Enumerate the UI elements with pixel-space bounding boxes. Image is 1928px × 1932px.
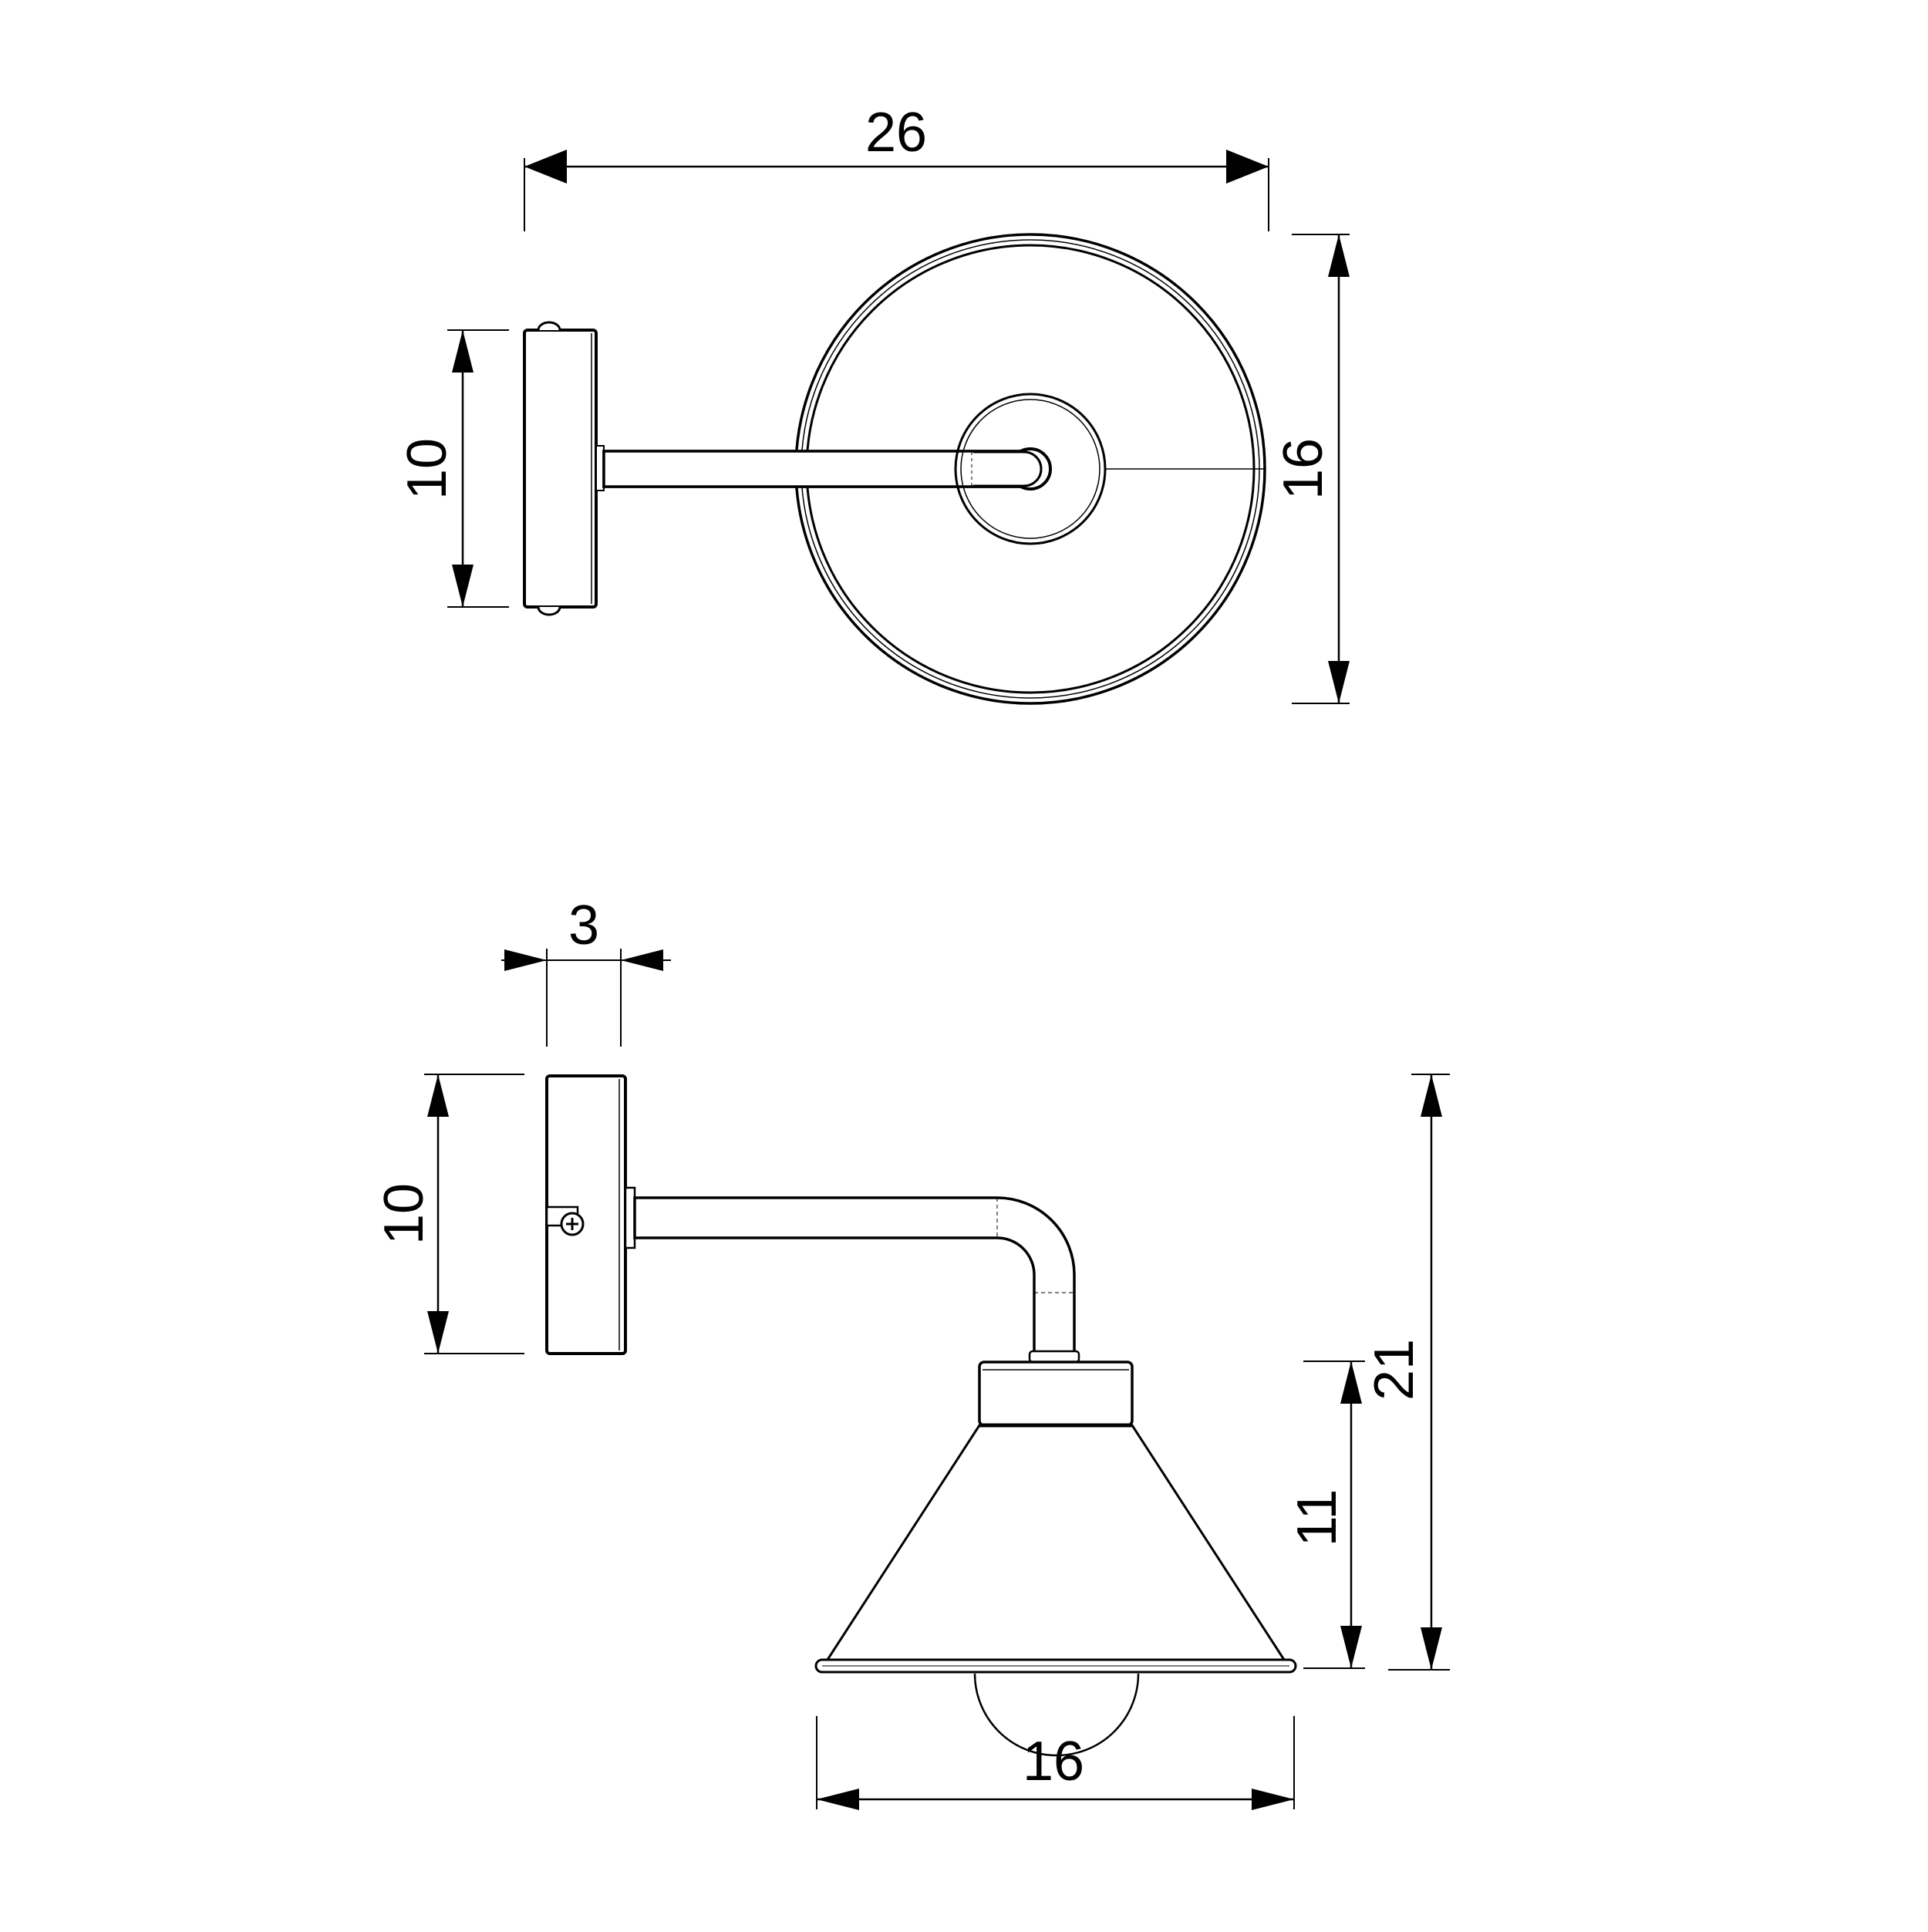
side-view: 3 10 <box>373 895 1450 1810</box>
dim-label-overall-width: 26 <box>865 102 927 164</box>
dim-label-overall-height: 21 <box>1363 1339 1425 1401</box>
shade-rim <box>814 1658 1297 1674</box>
dimension-overall-height: 21 <box>1363 1074 1450 1671</box>
shade-cone <box>824 1423 1288 1664</box>
dimension-backplate-height-side: 10 <box>373 1074 524 1354</box>
dimension-shade-height: 11 <box>1286 1360 1365 1669</box>
dimension-backplate-depth: 3 <box>501 895 671 1047</box>
backplate-top <box>523 321 598 616</box>
dimension-shade-diameter-top: 16 <box>1272 234 1350 704</box>
dim-label-backplate-depth: 3 <box>568 895 599 956</box>
backplate-side <box>545 1074 627 1355</box>
socket <box>978 1360 1134 1427</box>
dim-label-backplate-height-top: 10 <box>396 438 458 500</box>
dimension-overall-width: 26 <box>524 102 1269 231</box>
arm-side <box>624 1186 1080 1364</box>
top-view: 26 10 <box>396 102 1350 705</box>
bulb <box>973 1673 1140 1757</box>
dim-label-shade-height: 11 <box>1286 1489 1348 1547</box>
dim-label-backplate-height-side: 10 <box>373 1183 435 1245</box>
dimension-backplate-height-top: 10 <box>396 329 509 608</box>
shade-top <box>602 233 1266 705</box>
dim-label-shade-width-side: 16 <box>1023 1731 1084 1792</box>
screw-icon <box>560 1212 585 1236</box>
dim-label-shade-diameter-top: 16 <box>1272 438 1334 500</box>
dimension-shade-width-side: 16 <box>816 1716 1295 1810</box>
